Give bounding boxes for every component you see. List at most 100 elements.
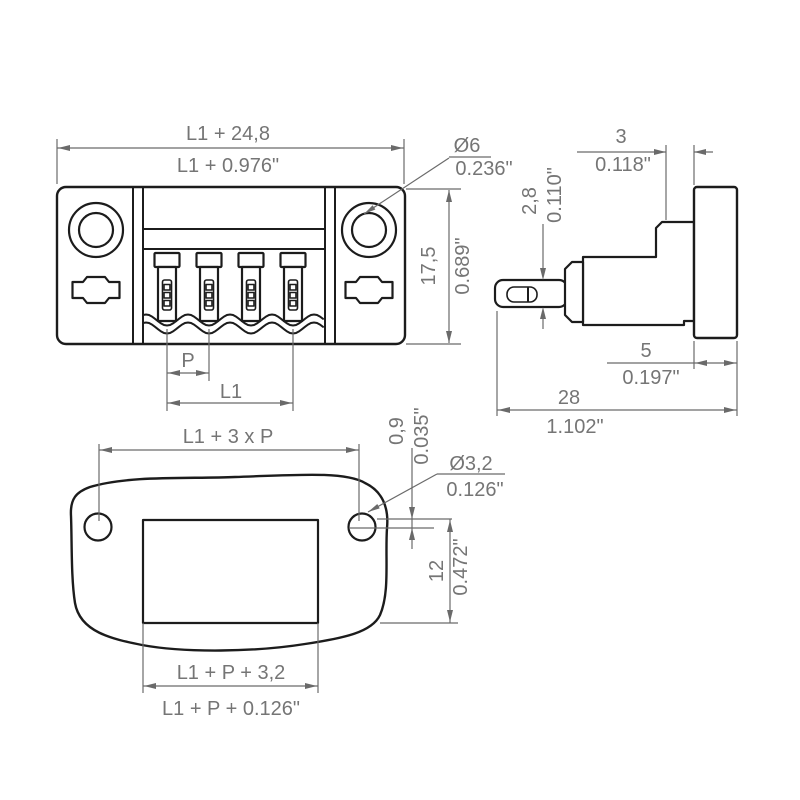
- dim-label-pitch: P: [181, 350, 194, 372]
- panel-cutout-rect: [141, 518, 320, 625]
- dim-front-hole-dia: Ø6 0.236": [363, 135, 513, 215]
- leader-arrowhead: [368, 504, 380, 512]
- dim-label-hole-dia-mm: Ø6: [454, 135, 481, 157]
- pin-contact-segment: [247, 299, 255, 307]
- dim-side-length: 28 1.102": [496, 311, 737, 438]
- leader-line: [363, 157, 450, 215]
- dim-label-pin-in: 0.110": [544, 167, 566, 223]
- dim-label-collar-in: 0.118": [595, 154, 651, 176]
- flange-screw-hole-inner-right: [350, 211, 388, 249]
- dim-label-flange-mm: 5: [640, 340, 651, 362]
- dim-arrowhead: [446, 190, 452, 202]
- dim-label-panel-height-mm: 12: [426, 560, 448, 582]
- dim-arrowhead: [498, 407, 510, 413]
- dim-label-panel-height-in: 0.472": [450, 538, 472, 595]
- dim-label-front-width-mm: L1 + 24,8: [186, 123, 270, 145]
- dim-arrowhead: [280, 400, 292, 406]
- front-view: [55, 185, 407, 346]
- dim-arrowhead: [446, 331, 452, 343]
- dim-arrowhead: [724, 407, 736, 413]
- pin-array: [153, 251, 307, 323]
- dim-label-collar-mm: 3: [615, 126, 626, 148]
- dim-side-flange: 5 0.197": [607, 340, 738, 416]
- dim-arrowhead: [168, 400, 180, 406]
- side-view: [493, 185, 739, 340]
- dim-arrowhead: [695, 360, 707, 366]
- leader-line: [367, 473, 438, 513]
- panel-cutout-view: [69, 473, 389, 652]
- keying-slot-right: [344, 275, 394, 305]
- dim-arrowhead: [694, 149, 706, 155]
- dim-panel-hole-offset: 0,9 0.035": [349, 407, 452, 549]
- dim-arrowhead: [144, 683, 156, 689]
- dim-label-cutout-mm: L1 + P + 3,2: [177, 662, 286, 684]
- pin-contact-segment: [163, 299, 171, 307]
- pin-cap: [237, 251, 265, 269]
- dim-arrowhead: [100, 447, 112, 453]
- dim-label-pin-mm: 2,8: [519, 187, 541, 215]
- dim-label-panel-hole-in: 0.126": [446, 479, 503, 501]
- dim-label-panel-hole-mm: Ø3,2: [449, 453, 492, 475]
- panel-hole-left: [83, 512, 113, 542]
- pin-contact-segment: [205, 291, 213, 299]
- dim-label-flange-in: 0.197": [622, 367, 679, 389]
- pin-contact-segment: [163, 283, 171, 291]
- dim-arrowhead: [168, 370, 180, 376]
- dim-label-offset-in: 0.035": [411, 407, 433, 464]
- pin-contact-segment: [289, 291, 297, 299]
- dim-arrowhead: [196, 370, 208, 376]
- dim-pitch-l1: P L1: [166, 329, 294, 411]
- pin-cap: [279, 251, 307, 269]
- keying-slot-left: [71, 275, 121, 305]
- dim-arrowhead: [540, 307, 546, 319]
- dim-side-collar: 3 0.118": [577, 126, 713, 220]
- dim-side-pin: 2,8 0.110": [519, 167, 566, 329]
- dim-arrowhead: [346, 447, 358, 453]
- dim-arrowhead: [654, 149, 666, 155]
- dim-label-front-height-in: 0.689": [452, 237, 474, 294]
- pin-contact-segment: [289, 299, 297, 307]
- dim-front-width: L1 + 24,8 L1 + 0.976": [56, 123, 405, 184]
- dim-arrowhead: [724, 360, 736, 366]
- panel-hole-right: [347, 512, 377, 542]
- dim-label-front-width-in: L1 + 0.976": [177, 155, 279, 177]
- dim-label-cutout-in: L1 + P + 0.126": [162, 698, 300, 720]
- side-flange: [692, 185, 739, 340]
- side-front-cap: [563, 260, 585, 324]
- dim-panel-span: L1 + 3 x P: [98, 426, 360, 521]
- dimensions: L1 + 24,8 L1 + 0.976" Ø6 0.236" 17,5 0.6…: [56, 123, 738, 720]
- pin-contact-segment: [247, 291, 255, 299]
- dim-label-hole-dia-in: 0.236": [455, 158, 512, 180]
- pin-contact-segment: [205, 283, 213, 291]
- dim-arrowhead: [391, 145, 403, 151]
- dim-arrowhead: [305, 683, 317, 689]
- dim-front-height: 17,5 0.689": [406, 188, 474, 345]
- pin-contact-segment: [163, 291, 171, 299]
- dim-arrowhead: [409, 528, 415, 540]
- break-line-upper: [142, 313, 324, 327]
- pin-contact-segment: [247, 283, 255, 291]
- flange-screw-hole-inner-left: [77, 211, 115, 249]
- pin-contact-segment: [205, 299, 213, 307]
- side-pin-slot: [506, 286, 538, 303]
- dim-arrowhead: [58, 145, 70, 151]
- dim-label-offset-mm: 0,9: [386, 417, 408, 445]
- dim-panel-cutout-width: L1 + P + 3,2 L1 + P + 0.126": [142, 623, 319, 720]
- dim-label-length-in: 1.102": [546, 416, 603, 438]
- dim-arrowhead: [540, 268, 546, 280]
- dim-arrowhead: [447, 610, 453, 622]
- dim-arrowhead: [447, 520, 453, 532]
- dim-label-panel-span: L1 + 3 x P: [183, 426, 274, 448]
- dim-arrowhead: [409, 507, 415, 519]
- dim-panel-height: 12 0.472": [380, 519, 472, 624]
- dim-label-length-mm: 28: [558, 387, 580, 409]
- dim-label-front-height-mm: 17,5: [418, 247, 440, 286]
- dim-label-l1: L1: [220, 381, 242, 403]
- pin-cap: [195, 251, 223, 269]
- pin-cap: [153, 251, 181, 269]
- pin-contact-segment: [289, 283, 297, 291]
- dim-panel-hole-dia: Ø3,2 0.126": [367, 453, 505, 513]
- leader-arrowhead: [364, 205, 376, 214]
